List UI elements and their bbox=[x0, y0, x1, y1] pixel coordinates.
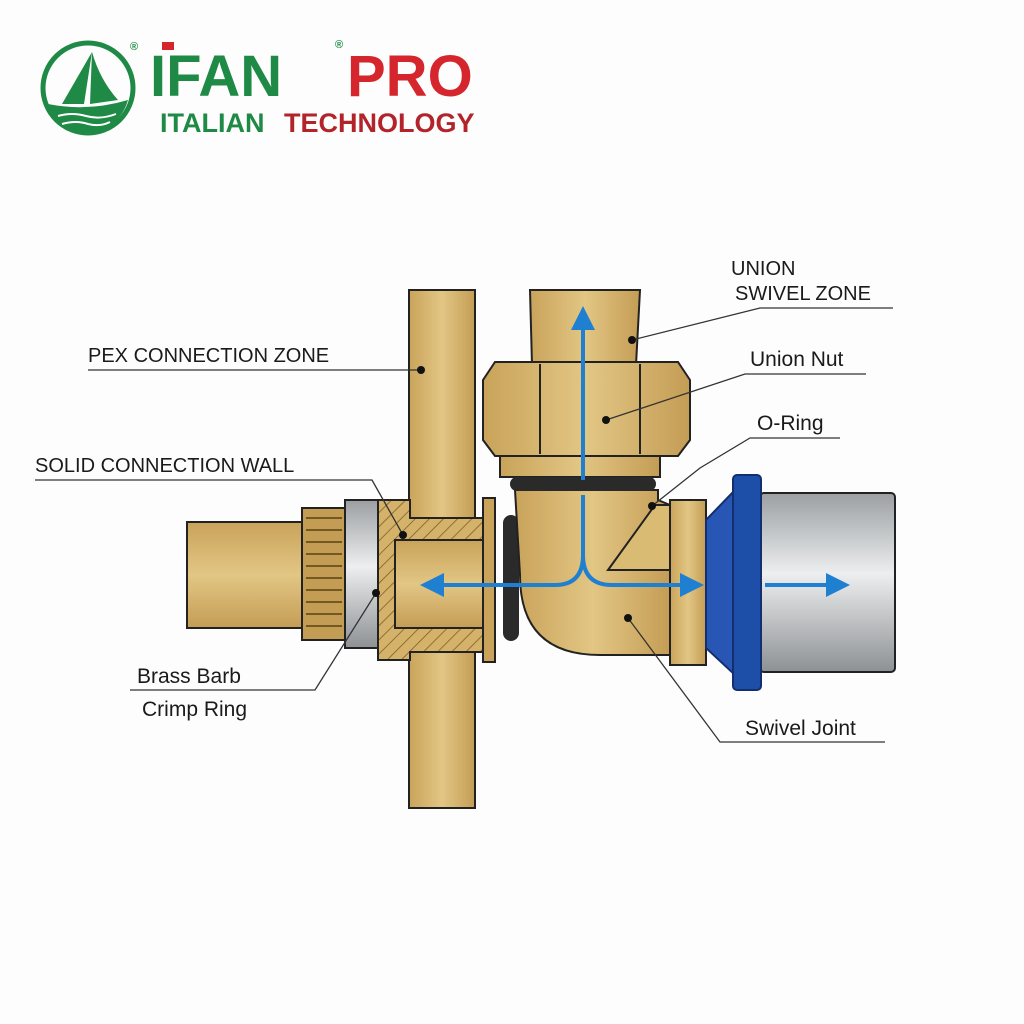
o-ring-vertical bbox=[503, 515, 519, 641]
flow-right-arrow bbox=[581, 554, 704, 597]
crimp-ring bbox=[344, 499, 380, 649]
label-union-nut: Union Nut bbox=[750, 348, 844, 371]
brand-pro: PRO bbox=[347, 44, 473, 109]
label-pex-zone: PEX CONNECTION ZONE bbox=[88, 345, 329, 367]
leader-lines bbox=[35, 307, 893, 743]
label-crimp-ring: Crimp Ring bbox=[142, 698, 247, 721]
tagline-italian: ITALIAN bbox=[160, 108, 264, 138]
label-swivel-joint: Swivel Joint bbox=[745, 717, 856, 740]
label-union: UNION bbox=[731, 258, 795, 280]
label-solid-wall: SOLID CONNECTION WALL bbox=[35, 455, 294, 477]
blue-press-sleeve bbox=[705, 474, 762, 691]
logo: ® IFAN ® PRO ITALIAN TECHNOLOGY bbox=[40, 39, 475, 138]
union-nut bbox=[482, 361, 691, 457]
leader-dots bbox=[372, 336, 656, 622]
label-o-ring: O-Ring bbox=[757, 412, 824, 435]
o-ring-horizontal bbox=[510, 477, 656, 491]
pex-pipe-right bbox=[759, 492, 896, 673]
flow-arrows bbox=[420, 306, 850, 597]
knurled-ring bbox=[301, 507, 347, 641]
sailboat-emblem-icon bbox=[40, 40, 136, 136]
tagline-technology: TECHNOLOGY bbox=[284, 108, 475, 138]
barb-flange bbox=[482, 497, 496, 663]
registered-mark-2: ® bbox=[335, 39, 343, 51]
pex-pipe bbox=[186, 521, 308, 629]
label-brass-barb: Brass Barb bbox=[137, 665, 241, 688]
label-swivel-zone: SWIVEL ZONE bbox=[735, 283, 871, 305]
brand-ifan: IFAN bbox=[150, 44, 282, 109]
right-collar bbox=[669, 499, 707, 666]
brand-dot bbox=[162, 42, 174, 50]
nut-collar bbox=[499, 454, 661, 478]
registered-mark: ® bbox=[130, 41, 138, 53]
